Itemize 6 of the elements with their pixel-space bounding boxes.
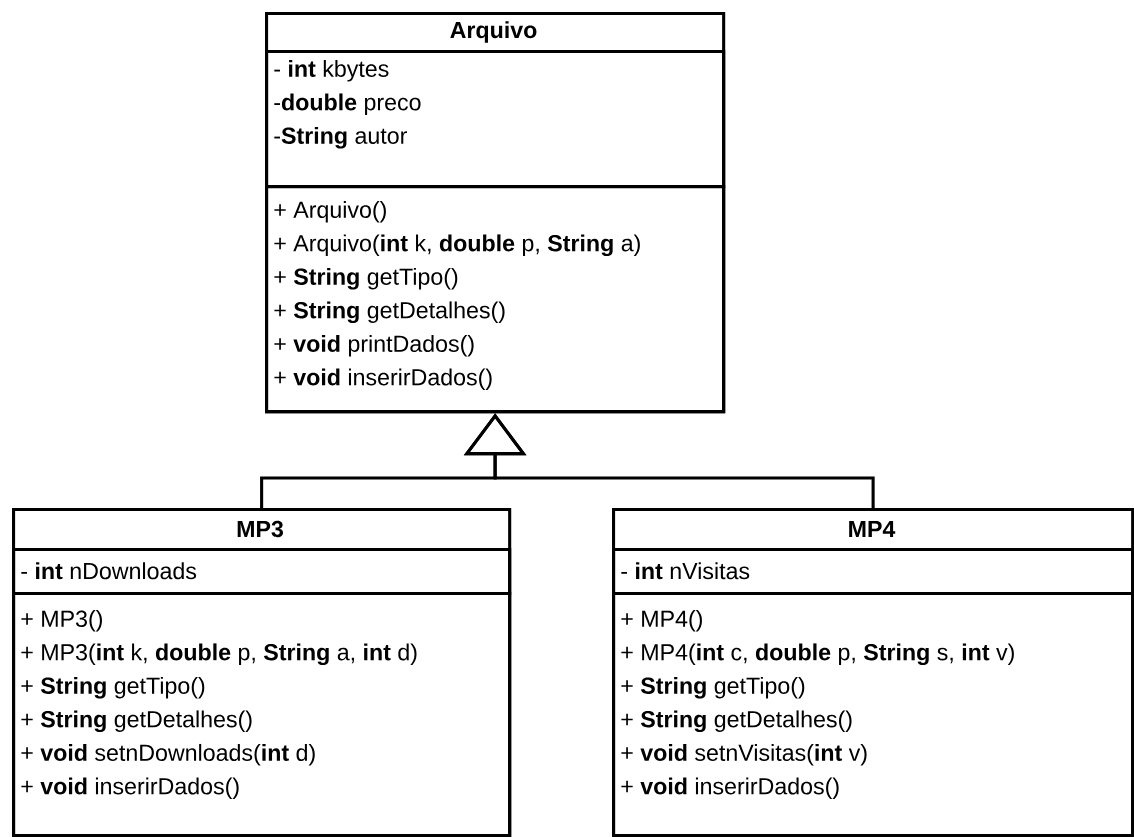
attribute-compartment: - int nVisitas xyxy=(612,548,1134,596)
attribute-compartment: - int kbytes -double preco -String autor xyxy=(265,50,726,189)
attribute-compartment: - int nDownloads xyxy=(12,548,512,596)
method-compartment: + MP3() + MP3(int k, double p, String a, int d) + String getTipo() + String getDetalhes() + void setnDownloads(int d) + void inserirDados() xyxy=(12,592,512,837)
method-compartment: + Arquivo() + Arquivo(int k, double p, String a) + String getTipo() + String getDetalhes() + void printDados() + void inserirDados() xyxy=(265,185,726,414)
method-compartment: + MP4() + MP4(int c, double p, String s, int v) + String getTipo() + String getDetalhes() + void setnVisitas(int v) + void inserirDados() xyxy=(612,592,1134,837)
